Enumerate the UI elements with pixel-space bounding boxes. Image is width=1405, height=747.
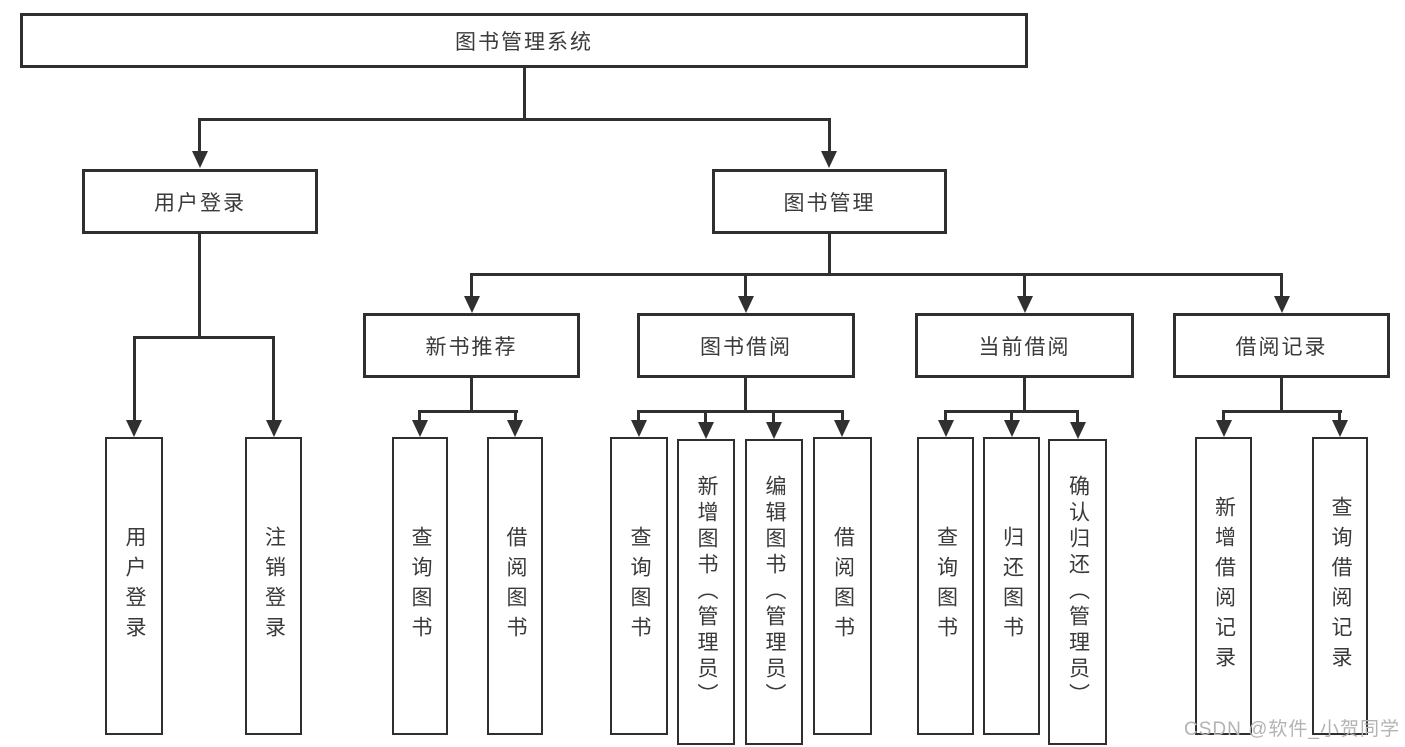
connector-borrowsec-hline [638, 410, 844, 413]
connector-newbook-down [470, 378, 473, 410]
node-current-borrow: 当前借阅 [915, 313, 1134, 378]
leaf-cb-return-books: 归还图书 [983, 437, 1040, 735]
connector-bookmgmt-stem [828, 118, 831, 152]
connector-level3-hline [470, 273, 1283, 276]
leaf-user-login: 用户登录 [105, 437, 163, 735]
node-borrow-records: 借阅记录 [1173, 313, 1390, 378]
arrow-to-nb-query [412, 420, 428, 437]
arrow-to-cb-query [938, 420, 954, 437]
connector-borrowsec-stem [744, 273, 747, 298]
arrow-to-current-borrow [1017, 296, 1033, 313]
leaf-bb-borrow-books: 借阅图书 [813, 437, 872, 735]
arrow-to-nb-borrow [507, 420, 523, 437]
connector-userlogin-hline [133, 336, 275, 339]
connector-newbook-hline [419, 410, 518, 413]
arrow-to-new-book [464, 296, 480, 313]
node-new-book-recommend: 新书推荐 [363, 313, 580, 378]
connector-userlogin-down [198, 234, 201, 336]
arrow-to-leaf-login [126, 420, 142, 437]
arrow-to-cb-return [1004, 420, 1020, 437]
leaf-bb-query-books: 查询图书 [610, 437, 668, 735]
connector-br-add-stem [1222, 410, 1225, 421]
connector-nb-borrow-stem [514, 410, 517, 421]
connector-leaf-logout-stem [272, 336, 275, 421]
arrow-to-book-borrow [738, 296, 754, 313]
leaf-nb-query-books: 查询图书 [392, 437, 448, 735]
node-user-login: 用户登录 [82, 169, 318, 234]
arrow-to-bb-add [698, 422, 714, 439]
connector-root-hline [199, 118, 831, 121]
node-book-borrow: 图书借阅 [637, 313, 855, 378]
connector-recordsec-stem [1280, 273, 1283, 298]
connector-currentsec-stem [1023, 273, 1026, 298]
connector-bb-add-stem [704, 410, 707, 423]
arrow-to-bb-borrow [834, 420, 850, 437]
csdn-watermark: CSDN @软件_小贺同学 [1184, 719, 1400, 740]
connector-recordsec-hline [1222, 410, 1342, 413]
arrow-to-br-add [1216, 420, 1232, 437]
arrow-to-borrow-records [1274, 296, 1290, 313]
node-root: 图书管理系统 [20, 13, 1028, 68]
node-book-management: 图书管理 [712, 169, 947, 234]
connector-newbook-stem [470, 273, 473, 298]
connector-cb-return-stem [1010, 410, 1013, 421]
connector-bb-borrow-stem [841, 410, 844, 421]
arrow-to-cb-confirm [1070, 422, 1086, 439]
connector-bb-edit-stem [772, 410, 775, 423]
arrow-to-book-management [821, 151, 837, 168]
arrow-to-user-login [192, 151, 208, 168]
connector-leaf-login-stem [133, 336, 136, 421]
leaf-bb-edit-books-admin: 编辑图书（管理员） [745, 439, 803, 745]
connector-bookmgmt-down [828, 234, 831, 273]
leaf-nb-borrow-books: 借阅图书 [487, 437, 543, 735]
leaf-logout: 注销登录 [245, 437, 302, 735]
connector-currentsec-down [1023, 378, 1026, 410]
connector-borrowsec-down [744, 378, 747, 410]
leaf-cb-confirm-return-admin: 确认归还（管理员） [1048, 439, 1107, 745]
connector-recordsec-down [1280, 378, 1283, 410]
arrow-to-leaf-logout [266, 420, 282, 437]
arrow-to-bb-edit [766, 422, 782, 439]
connector-bb-query-stem [637, 410, 640, 421]
connector-nb-query-stem [418, 410, 421, 421]
leaf-br-query-record: 查询借阅记录 [1312, 437, 1368, 735]
connector-cb-query-stem [944, 410, 947, 421]
connector-userlogin-stem [198, 118, 201, 152]
connector-br-query-stem [1338, 410, 1341, 421]
arrow-to-bb-query [631, 420, 647, 437]
leaf-bb-add-books-admin: 新增图书（管理员） [677, 439, 735, 745]
arrow-to-br-query [1332, 420, 1348, 437]
connector-root-stem [523, 68, 526, 119]
connector-cb-confirm-stem [1076, 410, 1079, 423]
leaf-cb-query-books: 查询图书 [917, 437, 974, 735]
leaf-br-add-record: 新增借阅记录 [1195, 437, 1252, 735]
